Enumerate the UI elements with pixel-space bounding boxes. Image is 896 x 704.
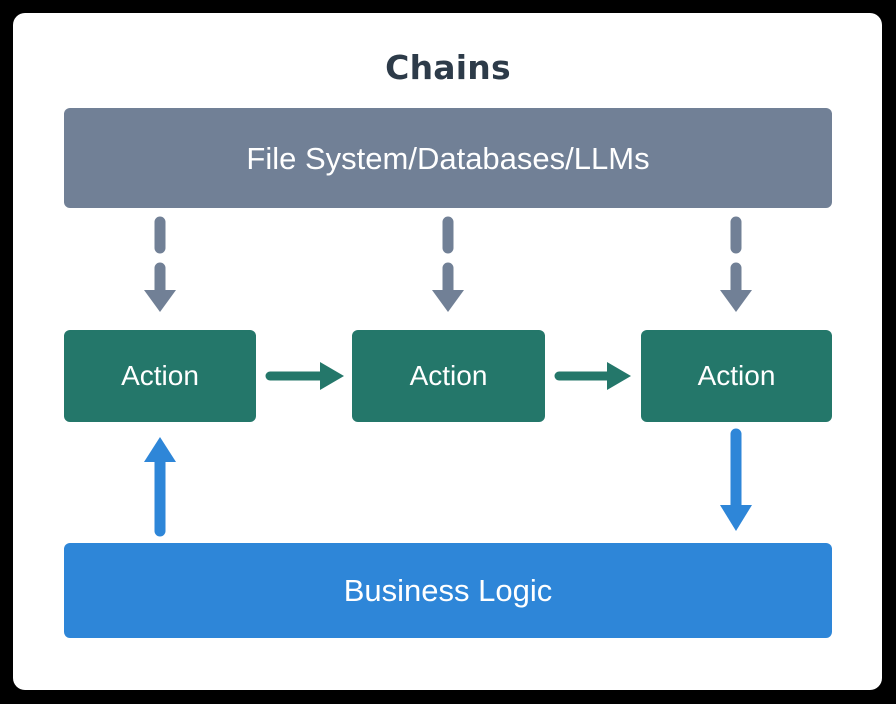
action-node-2-label: Action — [409, 360, 488, 391]
action-node-2[interactable]: Action — [352, 330, 545, 422]
business-logic-node-label: Business Logic — [343, 573, 553, 608]
resources-node[interactable]: File System/Databases/LLMs — [64, 108, 832, 208]
action-node-1[interactable]: Action — [64, 330, 256, 422]
action-node-3[interactable]: Action — [641, 330, 832, 422]
business-logic-node[interactable]: Business Logic — [64, 543, 832, 638]
action-node-1-label: Action — [121, 360, 199, 391]
action-node-3-label: Action — [697, 360, 776, 391]
resources-node-label: File System/Databases/LLMs — [246, 140, 650, 176]
page-title: Chains — [385, 48, 511, 87]
